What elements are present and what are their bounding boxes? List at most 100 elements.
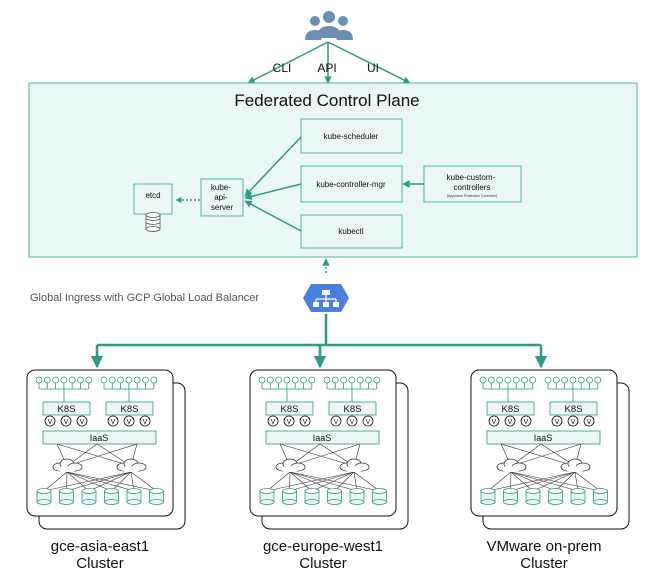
k8s-box-right bbox=[328, 401, 377, 416]
vm-label: V bbox=[287, 419, 292, 426]
vm-label: V bbox=[303, 419, 308, 426]
iaas-box bbox=[265, 430, 380, 445]
access-arrows bbox=[247, 41, 411, 84]
vm-label: V bbox=[508, 419, 513, 426]
k8s-label: K8S bbox=[121, 404, 139, 415]
k8s-box-left bbox=[42, 401, 91, 416]
apiserver-box bbox=[200, 178, 244, 217]
vm-label: V bbox=[366, 419, 371, 426]
storage-icon bbox=[480, 488, 496, 505]
vm-label: V bbox=[127, 419, 132, 426]
storage-icon bbox=[126, 488, 142, 505]
k8s-box-right bbox=[549, 401, 598, 416]
vm-icon bbox=[551, 415, 563, 427]
storage-icon bbox=[570, 488, 586, 505]
vm-label: V bbox=[143, 419, 148, 426]
storage-icon bbox=[548, 488, 563, 505]
custom-controllers-box bbox=[423, 165, 522, 203]
vm-label: V bbox=[350, 419, 355, 426]
k8s-label: K8S bbox=[344, 404, 362, 415]
cli-label: CLI bbox=[273, 61, 292, 75]
cloud-icon bbox=[52, 458, 83, 472]
vm-label: V bbox=[334, 419, 339, 426]
k8s-label: K8S bbox=[281, 404, 299, 415]
vm-icon bbox=[283, 415, 295, 427]
vm-label: V bbox=[111, 419, 116, 426]
vm-label: V bbox=[571, 419, 576, 426]
controller-mgr-label: kube-controller-mgr bbox=[316, 180, 386, 189]
storage-icon bbox=[593, 488, 608, 505]
storage-icon bbox=[503, 488, 518, 505]
storage-icon bbox=[259, 488, 275, 505]
etcd-box bbox=[133, 183, 173, 215]
storage-icon bbox=[59, 488, 74, 505]
k8s-box-right bbox=[105, 401, 154, 416]
storage-icon bbox=[81, 488, 97, 505]
control-plane-title: Federated Control Plane bbox=[234, 91, 419, 110]
vm-icon bbox=[44, 415, 56, 427]
vm-icon bbox=[567, 415, 579, 427]
pods-icon bbox=[258, 376, 381, 390]
kubectl-label: kubectl bbox=[338, 227, 364, 236]
vm-label: V bbox=[80, 419, 85, 426]
vm-icon bbox=[76, 415, 88, 427]
vm-icon bbox=[107, 415, 119, 427]
apiserver-label: kube- api- server bbox=[211, 183, 234, 212]
cloud-icon bbox=[560, 458, 591, 472]
pods-icon bbox=[479, 376, 602, 390]
storage-icon bbox=[104, 488, 119, 505]
scheduler-box bbox=[300, 118, 403, 154]
k8s-label: K8S bbox=[565, 404, 583, 415]
vm-label: V bbox=[492, 419, 497, 426]
etcd-label: etcd bbox=[145, 191, 160, 200]
custom-controllers-note: (Appname Protection Controller) bbox=[447, 194, 497, 198]
distribution-lines bbox=[90, 314, 548, 369]
users-icon bbox=[305, 11, 353, 40]
vm-icon bbox=[362, 415, 374, 427]
control-plane-arrows bbox=[244, 136, 424, 232]
ui-label: UI bbox=[367, 61, 379, 75]
vm-label: V bbox=[524, 419, 529, 426]
vm-icon bbox=[299, 415, 311, 427]
custom-controllers-label: kube-custom- controllers bbox=[447, 173, 498, 192]
iaas-label: IaaS bbox=[534, 433, 553, 443]
vm-icon bbox=[139, 415, 151, 427]
storage-icon bbox=[327, 488, 342, 505]
storage-icon bbox=[349, 488, 365, 505]
cluster-name: VMware on-prem bbox=[486, 538, 601, 555]
vm-label: V bbox=[48, 419, 53, 426]
load-balancer-icon bbox=[303, 284, 349, 312]
cloud-icon bbox=[496, 458, 527, 472]
kubectl-box bbox=[300, 214, 403, 249]
k8s-label: K8S bbox=[502, 404, 520, 415]
cluster-name: gce-europe-west1 bbox=[263, 538, 383, 555]
cluster-sub: Cluster bbox=[520, 555, 568, 572]
cloud-icon bbox=[116, 458, 147, 472]
iaas-label: IaaS bbox=[90, 433, 109, 443]
database-icon bbox=[145, 212, 161, 232]
storage-icon bbox=[372, 488, 387, 505]
k8s-box-left bbox=[265, 401, 314, 416]
storage-icon bbox=[304, 488, 320, 505]
controller-mgr-box bbox=[300, 165, 403, 203]
cluster-sub: Cluster bbox=[299, 555, 347, 572]
api-label: API bbox=[317, 61, 336, 75]
vm-icon bbox=[488, 415, 500, 427]
vm-icon bbox=[346, 415, 358, 427]
iaas-box bbox=[42, 430, 157, 445]
k8s-box-left bbox=[486, 401, 535, 416]
vm-icon bbox=[583, 415, 595, 427]
ingress-label: Global Ingress with GCP Global Load Bala… bbox=[30, 292, 259, 304]
cloud-icon bbox=[275, 458, 306, 472]
vm-label: V bbox=[64, 419, 69, 426]
cluster-name: gce-asia-east1 bbox=[51, 538, 149, 555]
vm-icon bbox=[520, 415, 532, 427]
vm-icon bbox=[330, 415, 342, 427]
vm-icon bbox=[60, 415, 72, 427]
iaas-label: IaaS bbox=[313, 433, 332, 443]
